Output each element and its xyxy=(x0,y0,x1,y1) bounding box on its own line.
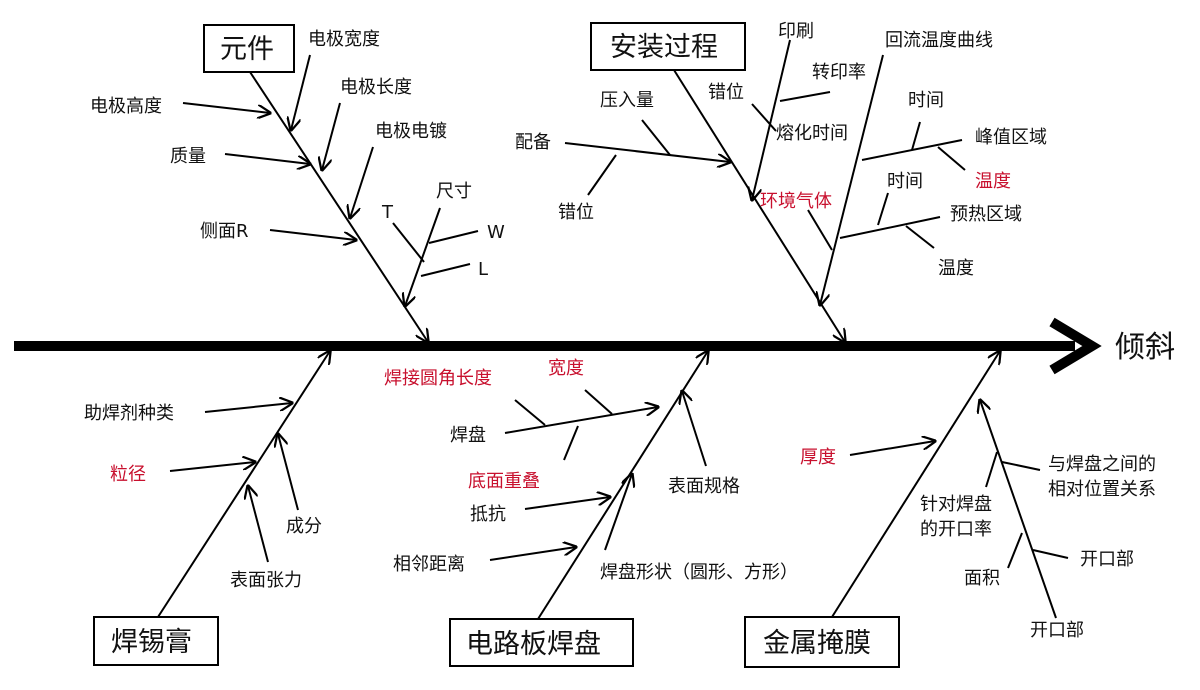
cause-size: 尺寸 xyxy=(436,181,472,202)
cause-electrode-width: 电极宽度 xyxy=(308,29,380,50)
cause-t: T xyxy=(381,202,394,223)
cause-temp-a: 温度 xyxy=(975,171,1011,192)
cause-opening-rate-line2: 的开口率 xyxy=(920,519,992,540)
cause-surface-tension: 表面张力 xyxy=(230,570,302,591)
cause-melt-time: 熔化时间 xyxy=(776,123,848,144)
cause-transfer-rate: 转印率 xyxy=(812,62,866,83)
cause-pad: 焊盘 xyxy=(450,425,486,446)
cause-placement: 配备 xyxy=(515,132,551,153)
cause-time-a: 时间 xyxy=(908,90,944,111)
cause-time-b: 时间 xyxy=(887,171,923,192)
category-stencil: 金属掩膜 厚度 与焊盘之间的 相对位置关系 针对焊盘 的开口率 面积 开口部 开… xyxy=(744,351,1156,668)
cause-composition: 成分 xyxy=(286,516,322,537)
cause-relative-position-line2: 相对位置关系 xyxy=(1048,479,1156,500)
cause-quality: 质量 xyxy=(170,146,206,167)
cause-opening-rate-line1: 针对焊盘 xyxy=(920,494,992,515)
cause-thickness: 厚度 xyxy=(800,447,836,468)
cause-surface-spec: 表面规格 xyxy=(668,476,740,497)
cause-l: L xyxy=(478,259,488,280)
cause-print: 印刷 xyxy=(778,21,814,42)
cause-env-gas: 环境气体 xyxy=(760,191,832,212)
category-pcb: 电路板焊盘 焊接圆角长度 宽度 焊盘 底面重叠 表面规格 抵抗 相邻距离 焊盘形… xyxy=(384,351,798,667)
cause-resist: 抵抗 xyxy=(470,504,506,525)
cause-misalign-b: 错位 xyxy=(558,202,594,223)
cause-relative-position-line1: 与焊盘之间的 xyxy=(1048,454,1156,475)
cause-w: W xyxy=(487,222,505,243)
effect-label: 倾斜 xyxy=(1115,330,1175,365)
category-label-pcb: 电路板焊盘 xyxy=(466,629,601,660)
cause-temp-b: 温度 xyxy=(938,258,974,279)
cause-side-r: 侧面R xyxy=(200,221,249,242)
category-label-paste: 焊锡膏 xyxy=(111,627,192,658)
cause-opening-a: 开口部 xyxy=(1080,549,1134,570)
cause-preheat-zone: 预热区域 xyxy=(950,204,1022,225)
spine-arrow xyxy=(14,317,1102,375)
cause-area: 面积 xyxy=(964,568,1000,589)
cause-electrode-height: 电极高度 xyxy=(90,96,162,117)
category-paste: 焊锡膏 助焊剂种类 粒径 成分 表面张力 xyxy=(84,351,330,666)
cause-width: 宽度 xyxy=(548,358,584,379)
cause-peak-zone: 峰值区域 xyxy=(975,127,1047,148)
cause-reflow-profile: 回流温度曲线 xyxy=(885,30,993,51)
cause-bottom-overlap: 底面重叠 xyxy=(468,471,540,492)
category-label-components: 元件 xyxy=(220,34,274,65)
category-components: 元件 电极宽度 电极长度 电极高度 质量 电极电镀 尺寸 T W L 侧面R xyxy=(90,24,505,342)
cause-misalign-a: 错位 xyxy=(708,82,744,103)
cause-pad-shape: 焊盘形状（圆形、方形） xyxy=(600,562,798,583)
cause-electrode-length: 电极长度 xyxy=(340,77,412,98)
category-label-mounting: 安装过程 xyxy=(610,32,718,63)
cause-opening-b: 开口部 xyxy=(1030,620,1084,641)
cause-fillet-length: 焊接圆角长度 xyxy=(384,368,492,389)
cause-press-in: 压入量 xyxy=(600,90,654,111)
cause-flux-type: 助焊剂种类 xyxy=(84,403,174,424)
category-label-stencil: 金属掩膜 xyxy=(763,628,871,659)
cause-particle-size: 粒径 xyxy=(110,464,146,485)
cause-adjacent-distance: 相邻距离 xyxy=(393,554,465,575)
cause-electrode-plating: 电极电镀 xyxy=(375,121,447,142)
category-mounting: 安装过程 印刷 回流温度曲线 压入量 错位 转印率 时间 熔化时间 峰值区域 配… xyxy=(515,21,1047,342)
